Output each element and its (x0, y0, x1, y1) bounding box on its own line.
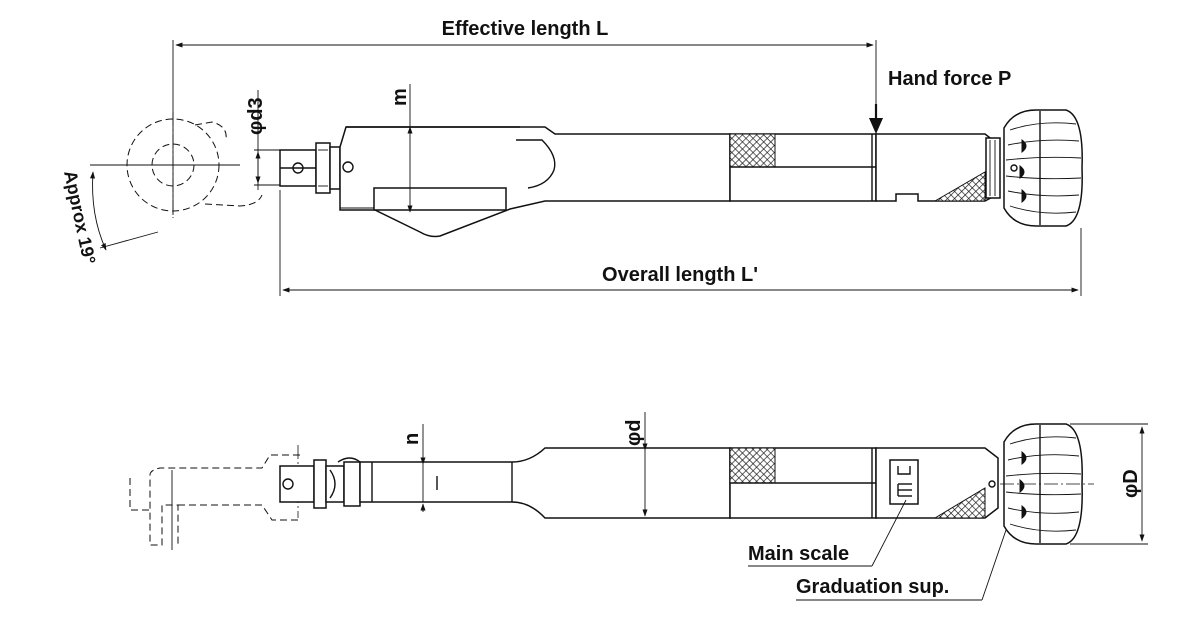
n-label: n (401, 433, 423, 445)
phi-d-label: φd (623, 419, 645, 446)
adjustment-knob (1003, 109, 1083, 227)
top-view: Effective length L Hand force P Approx 1… (60, 18, 1083, 296)
side-scale-tube (875, 447, 999, 519)
phi-d3-label: φd3 (245, 97, 267, 135)
hand-force-indicator: Hand force P (869, 68, 1011, 134)
scale-tube (875, 133, 1001, 202)
m-label: m (389, 88, 411, 106)
graduation-sup-label: Graduation sup. (796, 576, 949, 598)
phi-D-label: φD (1120, 469, 1142, 498)
side-head-dashed (129, 445, 300, 550)
square-drive (279, 142, 341, 194)
grip (729, 133, 877, 202)
overall-length-label: Overall length L' (602, 264, 758, 286)
hand-force-arrow-icon (869, 118, 883, 134)
head-body (339, 126, 731, 238)
side-body (359, 447, 731, 519)
main-scale-callout: Main scale (748, 499, 907, 567)
hand-force-label: Hand force P (888, 68, 1011, 90)
side-square-drive (279, 457, 361, 509)
effective-length-label: Effective length L (442, 18, 609, 40)
phi-d-dimension: φd (623, 412, 648, 517)
main-scale-window (889, 459, 919, 505)
n-dimension: n (401, 424, 426, 512)
side-adjustment-knob (988, 423, 1094, 545)
side-grip (729, 447, 877, 519)
graduation-sup-callout: Graduation sup. (796, 529, 1007, 601)
side-view: n φd (129, 412, 1148, 601)
approx-angle-label: Approx 19° (60, 169, 99, 266)
angle-dimension: Approx 19° (60, 164, 240, 266)
phi-D-dimension: φD (1070, 423, 1148, 545)
m-dimension: m (389, 84, 413, 213)
main-scale-label: Main scale (748, 543, 849, 565)
overall-length-dimension: Overall length L' (279, 190, 1082, 296)
